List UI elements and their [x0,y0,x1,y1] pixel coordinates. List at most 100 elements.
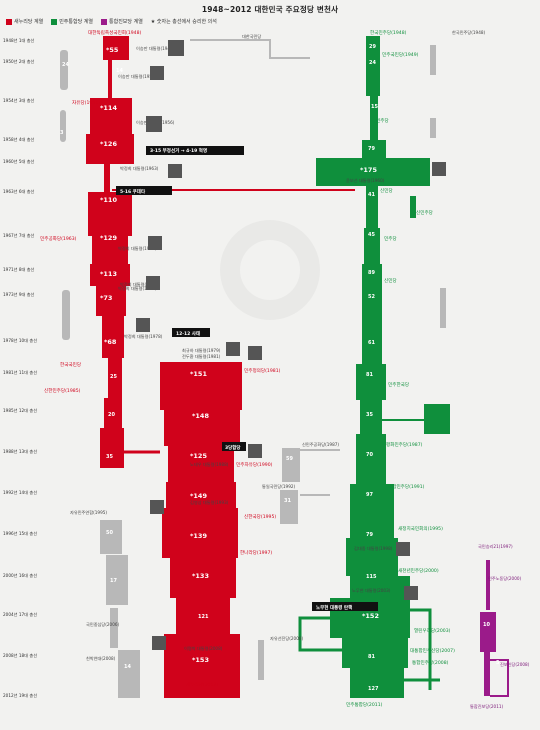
party-label: 국민승리21(1997) [478,543,513,550]
gray-party-lines [60,39,446,698]
portrait [136,318,150,332]
president-label: 김대중 대통령(1998) [354,545,393,552]
green-seat: 41 [368,192,375,198]
red-seat: *148 [192,412,209,420]
election-label: 1950년 2대 총선 [3,58,35,65]
purple-party-line [480,560,509,697]
party-label: 신한국당(1995) [244,513,276,520]
green-party-labels: 한국민주당(1948) 민주국민당(1949) 민주당 신민당 신민주당 민주당… [346,29,455,708]
party-label: 신민주당 [416,209,434,216]
purple-seat: 10 [483,622,490,628]
party-label: 한국민주당(1948) [452,29,486,36]
election-label: 1971년 8대 총선 [3,266,35,273]
party-label: 신민주공화당(1987) [302,441,339,448]
portrait [432,162,446,176]
purple-seat-labels: 10 5 [483,622,500,666]
gray-bar-6 [100,520,122,554]
election-label: 1988년 13대 총선 [3,448,37,455]
green-seat: 70 [366,452,373,458]
election-label: 1948년 1대 총선 [3,37,35,44]
president-label: 노무현 대통령(2003) [352,587,391,594]
party-label: 새정치국민회의(1995) [398,525,443,532]
gray-party-labels: 대한국민당 통일국민당(1992) 신민주공화당(1987) 자유민주연합(19… [70,29,486,662]
red-seat: 14 [116,68,123,74]
gray-seat: 59 [286,456,293,462]
gray-seat: 3 [60,130,64,136]
red-party-line [86,36,355,698]
president-label: 박정희 대통령(1978) [124,333,163,340]
gray-seat-labels: 24 3 59 31 50 17 14 [60,62,293,670]
gray-bar-8 [110,608,118,648]
green-seat: 89 [368,270,375,276]
party-label: 한국국민당 [60,361,82,368]
portrait [248,444,262,458]
party-label: 진보신당(2008) [500,661,530,667]
green-seat: 45 [368,232,375,238]
green-seat: 115 [366,574,377,580]
party-label: 평화민주당(1987) [386,441,423,448]
portrait [248,346,262,360]
president-label: 김영삼 대통령(1993) [190,499,229,506]
green-seat: 97 [366,492,373,498]
president-label: 노태우 대통령(1988) [190,461,229,468]
red-seat: *151 [190,370,207,378]
purple-seat: 5 [496,660,500,666]
gray-seat: 14 [124,664,131,670]
red-seat: *55 [106,46,119,54]
purple-party-labels: 국민승리21(1997) 민주노동당(2000) 진보신당(2008) 통합진보… [470,543,530,709]
president-label: 박정희 대통령(1963) [120,165,159,172]
president-label: 전두환 대통령(1981) [182,353,221,360]
gray-seat: 50 [106,530,113,536]
party-label: 한국민주당(1948) [370,29,407,36]
red-seat: *113 [100,270,117,278]
portrait [146,276,160,290]
party-label: 민주정의당(1981) [244,367,281,374]
election-label: 1958년 4대 총선 [3,136,35,143]
portrait [152,636,166,650]
election-label: 1981년 11대 총선 [3,369,37,376]
red-seat: *139 [190,532,207,540]
green-seat: 52 [368,294,375,300]
party-label: 민주자유당(1990) [236,461,273,468]
green-seat: 61 [368,340,375,346]
gray-seat: 31 [284,498,291,504]
red-seat: 20 [108,412,115,418]
portrait [404,586,418,600]
gray-bar-5 [280,490,298,524]
election-label: 2012년 19대 총선 [3,692,37,699]
party-label: 통합민주당(1991) [388,483,425,490]
gray-bar-2 [60,110,66,142]
party-label: 대한독립촉성국민회(1948) [88,29,142,36]
event-note: 12·12 사태 [176,330,200,337]
red-seat: *153 [192,656,209,664]
gray-bar-3 [62,290,70,340]
red-party-labels: 대한독립촉성국민회(1948) 자유당(1951) 민주공화당(1963) 한국… [40,29,281,688]
green-seat: *175 [360,166,377,174]
red-seat: *125 [190,452,207,460]
legend-item-note: ★ 숫자는 총선에서 승리한 의석 [150,19,217,25]
green-seat: 79 [366,532,373,538]
legend-item-purple: 통합진보당 계열 [101,18,143,25]
party-label: 신민당 [380,187,393,194]
gray-bar-10 [430,45,436,75]
red-seat: *110 [100,196,117,204]
party-label: 민주노동당(2000) [488,575,522,582]
president-label: 윤보선 대통령(1960) [346,177,385,184]
party-label: 민주공화당(1963) [40,235,77,242]
party-label: 새누리당(2012) [186,681,218,688]
gray-seat: 17 [110,578,117,584]
election-label: 1967년 7대 총선 [3,232,35,239]
red-seat: *73 [100,294,112,302]
party-label: 자유민주연합(1995) [70,509,107,516]
president-label: 박정희 대통령(1967) [118,245,157,252]
president-label: 이승만 대통령(1952) [118,73,157,80]
red-seat-labels: *55 14 *114 *126 *110 *129 *113 *73 *68 … [100,46,209,664]
green-seat: 24 [369,60,376,66]
president-label: 박정희 대통령(1972) [118,285,157,292]
party-label: 자유선진당(2008) [270,635,304,642]
election-label: 1985년 12대 총선 [3,407,37,414]
election-label: 1978년 10대 총선 [3,337,37,344]
gray-seat: 24 [62,62,69,68]
